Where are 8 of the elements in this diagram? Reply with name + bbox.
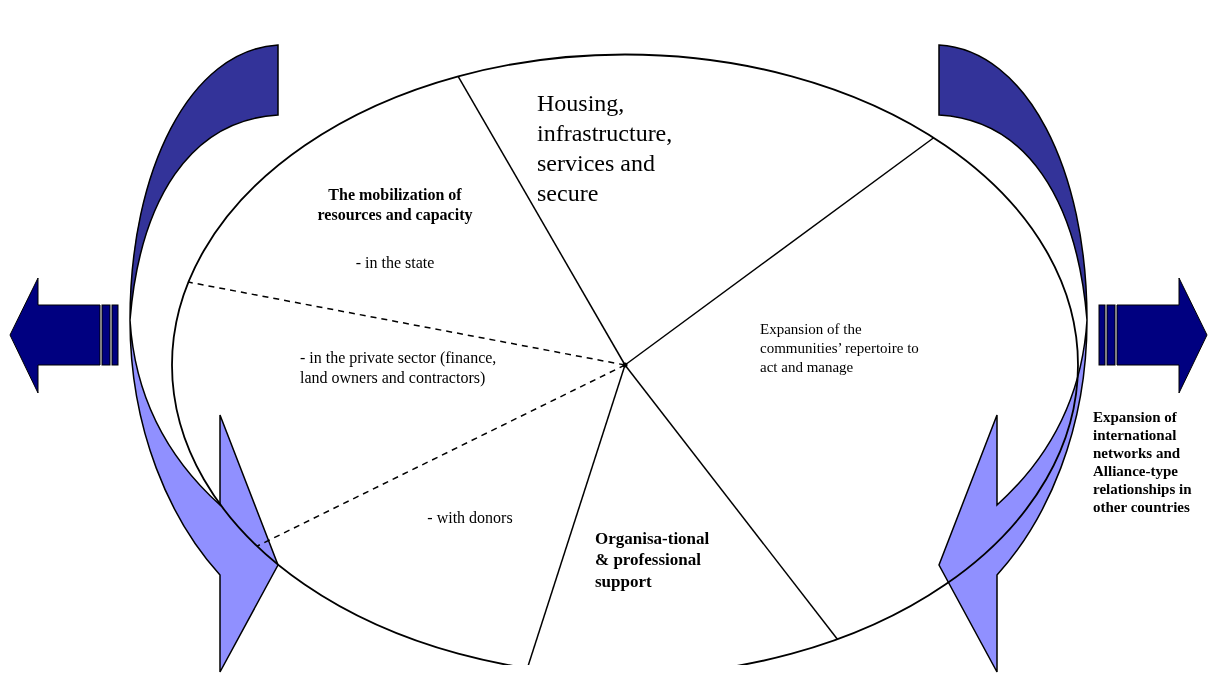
sector-label: - in the state — [354, 253, 436, 273]
sector-label: - in the private sector (finance, land owners and contractors) — [300, 348, 498, 388]
sector-heading: The mobilization of resources and capacity — [316, 185, 474, 225]
side-note: Expansion of international networks and Alliance-type relationships in other countries — [1093, 408, 1193, 516]
sector-label: Organisa-tional & professional support — [595, 528, 710, 592]
sector-label: Expansion of the communities’ repertoire to act and manage — [760, 320, 920, 377]
sector-label: - with donors — [426, 508, 514, 528]
sector-label: Housing, infrastructure, services and secure — [537, 89, 674, 208]
